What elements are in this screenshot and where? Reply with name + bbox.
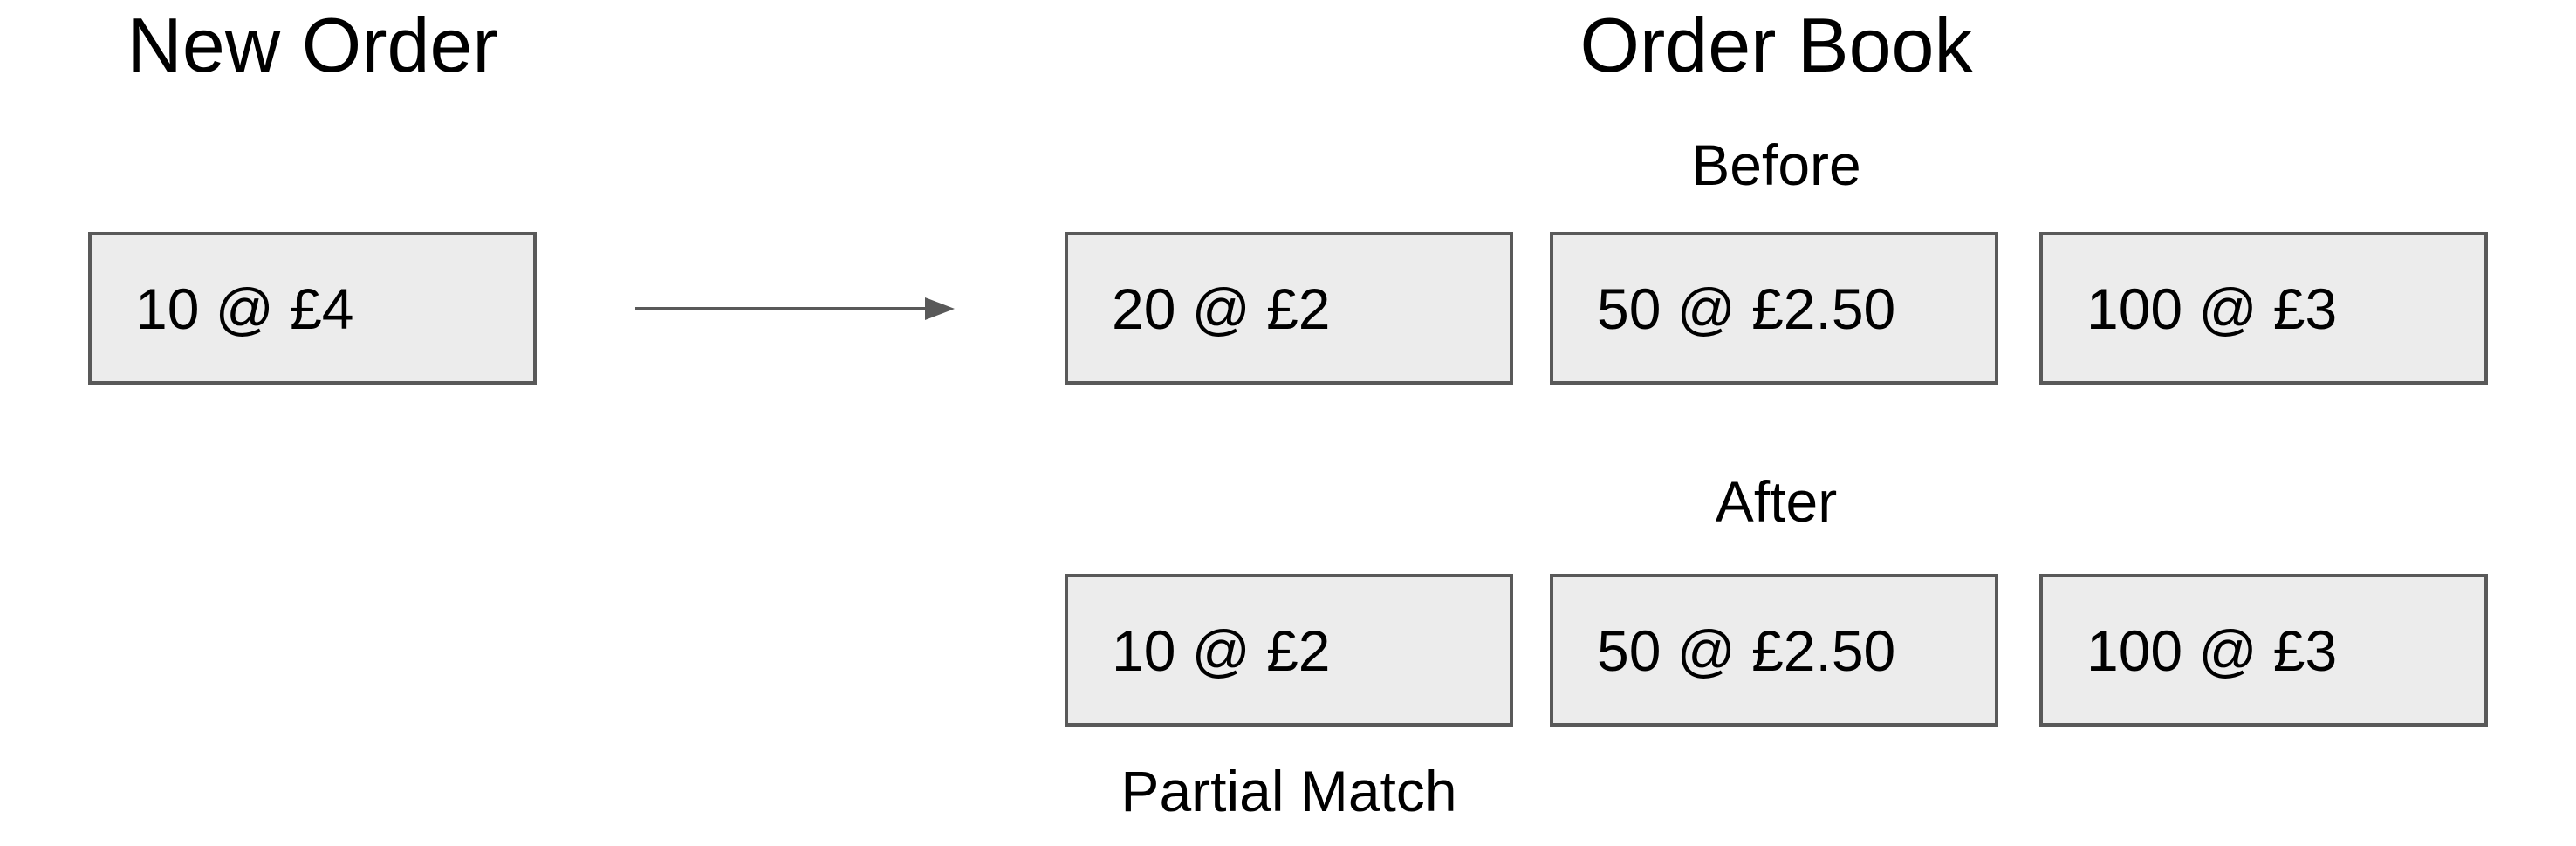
new-order-box-label: 10 @ £4 — [135, 276, 354, 341]
after-order-box-2-label: 50 @ £2.50 — [1597, 617, 1896, 683]
after-order-box-3-label: 100 @ £3 — [2086, 617, 2338, 683]
before-order-box-1-label: 20 @ £2 — [1112, 276, 1331, 341]
after-order-box-3: 100 @ £3 — [2039, 574, 2488, 727]
after-order-box-1: 10 @ £2 — [1065, 574, 1513, 727]
before-order-box-2-label: 50 @ £2.50 — [1597, 276, 1896, 341]
before-order-box-3: 100 @ £3 — [2039, 232, 2488, 385]
order-book-title: Order Book — [1579, 2, 1973, 88]
new-order-box: 10 @ £4 — [88, 232, 537, 385]
after-order-box-2: 50 @ £2.50 — [1550, 574, 1998, 727]
after-order-box-1-label: 10 @ £2 — [1112, 617, 1331, 683]
before-order-box-3-label: 100 @ £3 — [2086, 276, 2338, 341]
new-order-title: New Order — [127, 2, 498, 88]
before-label: Before — [1691, 133, 1861, 197]
partial-match-label: Partial Match — [1120, 759, 1457, 823]
before-order-box-1: 20 @ £2 — [1065, 232, 1513, 385]
before-order-box-2: 50 @ £2.50 — [1550, 232, 1998, 385]
arrow-right-icon — [925, 297, 955, 320]
arrow-line — [635, 307, 927, 310]
after-label: After — [1715, 469, 1838, 534]
